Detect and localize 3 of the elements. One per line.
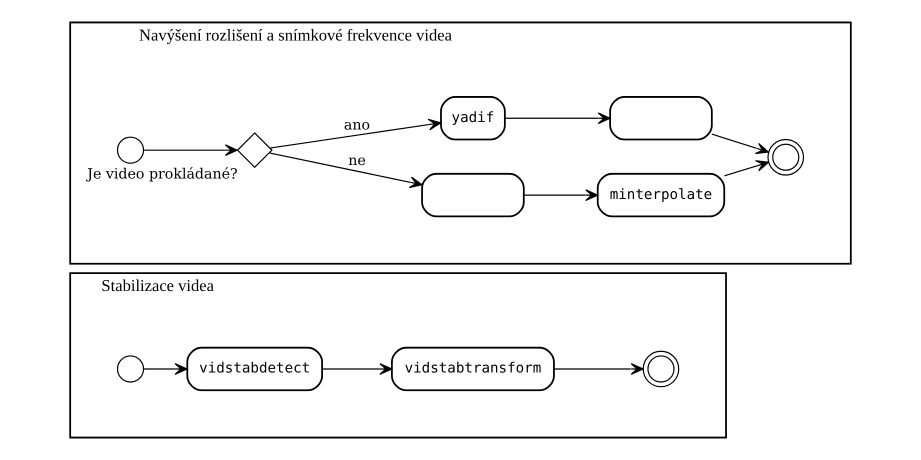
node-label: Je video prokládané? (87, 166, 238, 183)
edge-label: ne (348, 153, 366, 170)
edge-label: ano (344, 118, 370, 134)
